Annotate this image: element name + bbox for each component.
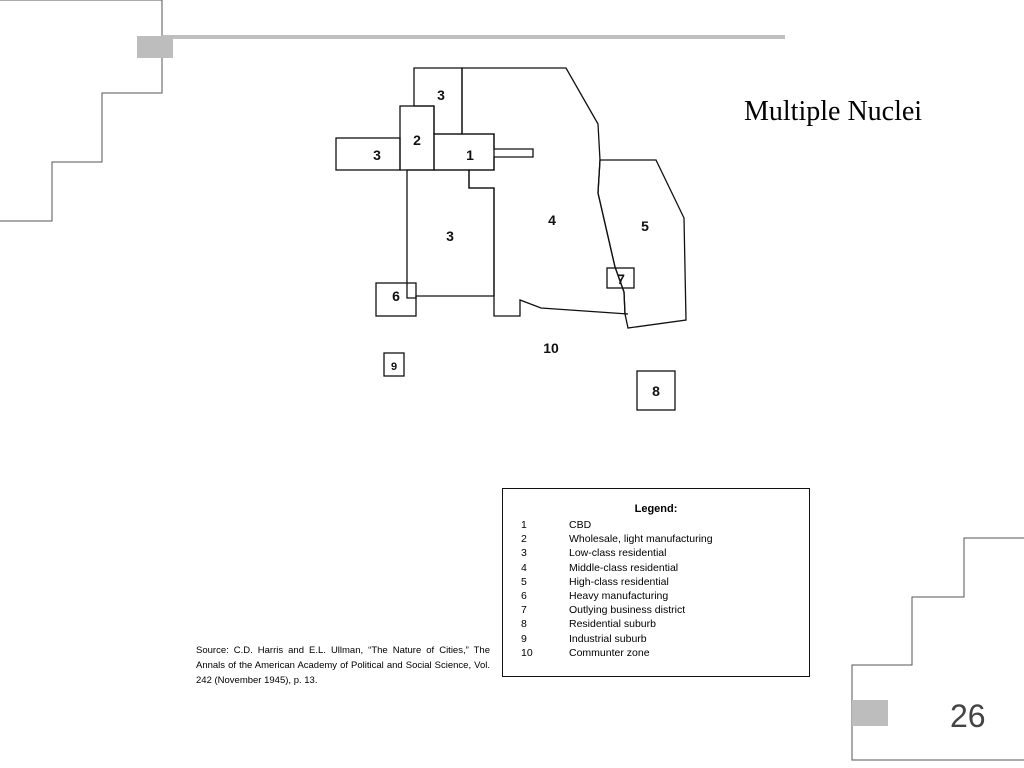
legend-item: 10 Communter zone: [521, 646, 713, 660]
legend-item-text: Heavy manufacturing: [569, 590, 669, 603]
legend-item: 8 Residential suburb: [521, 617, 713, 631]
slide-title: Multiple Nuclei: [744, 96, 923, 127]
bottom-right-stair-outline: [851, 537, 1024, 761]
zone-label-8: 8: [652, 383, 660, 399]
legend-item: 5 High-class residential: [521, 575, 713, 589]
zone-label-2: 2: [413, 132, 421, 148]
legend-item: 1 CBD: [521, 518, 713, 532]
legend-item-number: 2: [521, 533, 527, 546]
zone-label-3-left: 3: [373, 147, 381, 163]
top-accent-square: [137, 36, 173, 58]
legend-item-text: Wholesale, light manufacturing: [569, 533, 713, 546]
legend-item: 4 Middle-class residential: [521, 561, 713, 575]
legend-item-text: Industrial suburb: [569, 632, 647, 645]
legend-item-text: CBD: [569, 519, 592, 531]
legend-item-number: 7: [521, 604, 527, 617]
legend-item-number: 3: [521, 547, 527, 560]
zone-8-shape: [636, 370, 676, 411]
zone-5-shape: [597, 159, 687, 329]
legend-item-text: Middle-class residential: [569, 561, 679, 574]
legend-item: 3 Low-class residential: [521, 546, 713, 560]
top-accent-bar: [162, 35, 785, 39]
zone-label-5: 5: [641, 218, 649, 234]
legend-item-text: Communter zone: [569, 646, 650, 659]
legend-item: 9 Industrial suburb: [521, 632, 713, 646]
zone-label-9: 9: [391, 361, 397, 373]
zone-label-7: 7: [617, 271, 625, 287]
legend-item: 6 Heavy manufacturing: [521, 589, 713, 603]
legend-item: 7 Outlying business district: [521, 603, 713, 617]
zone-label-3-top: 3: [437, 87, 445, 103]
zone-label-10: 10: [543, 340, 559, 356]
legend-item-number: 8: [521, 618, 527, 631]
bottom-accent-square: [852, 700, 888, 726]
legend-item-number: 10: [521, 646, 533, 659]
zone-1-shape: [433, 133, 495, 171]
legend-item-number: 9: [521, 632, 527, 645]
page-number: 26: [950, 698, 986, 734]
zone-4-shape: [461, 67, 629, 317]
zone-label-1: 1: [466, 147, 474, 163]
legend-item-text: Outlying business district: [569, 604, 686, 617]
zone-label-6: 6: [392, 288, 400, 304]
zone-label-4: 4: [548, 212, 556, 228]
zone-3-center-shape: [406, 169, 495, 299]
zone-7-shape: [606, 267, 635, 289]
zone-6-shape: [375, 282, 417, 317]
legend-item-number: 6: [521, 590, 527, 603]
top-left-stair-outline: [0, 0, 163, 222]
legend-item: 2 Wholesale, light manufacturing: [521, 532, 713, 546]
legend-item-text: High-class residential: [569, 575, 669, 588]
legend-item-number: 4: [521, 561, 527, 574]
zone-label-3-center: 3: [446, 228, 454, 244]
legend-item-text: Low-class residential: [569, 547, 667, 560]
legend-item-number: 5: [521, 575, 527, 588]
zone-9-shape: [383, 352, 405, 377]
legend-box: Legend: 1 CBD 2 Wholesale, light manufactu…: [502, 488, 810, 677]
legend-item-text: Residential suburb: [569, 618, 656, 631]
source-citation: Source: C.D. Harris and E.L. Ullman, “Th…: [196, 645, 490, 686]
legend-list: 1 CBD 2 Wholesale, light manufacturing 3 Lo…: [521, 518, 713, 660]
legend-item-number: 1: [521, 519, 527, 531]
legend-title: Legend:: [634, 503, 678, 515]
zone-3-left-shape: [335, 137, 401, 171]
